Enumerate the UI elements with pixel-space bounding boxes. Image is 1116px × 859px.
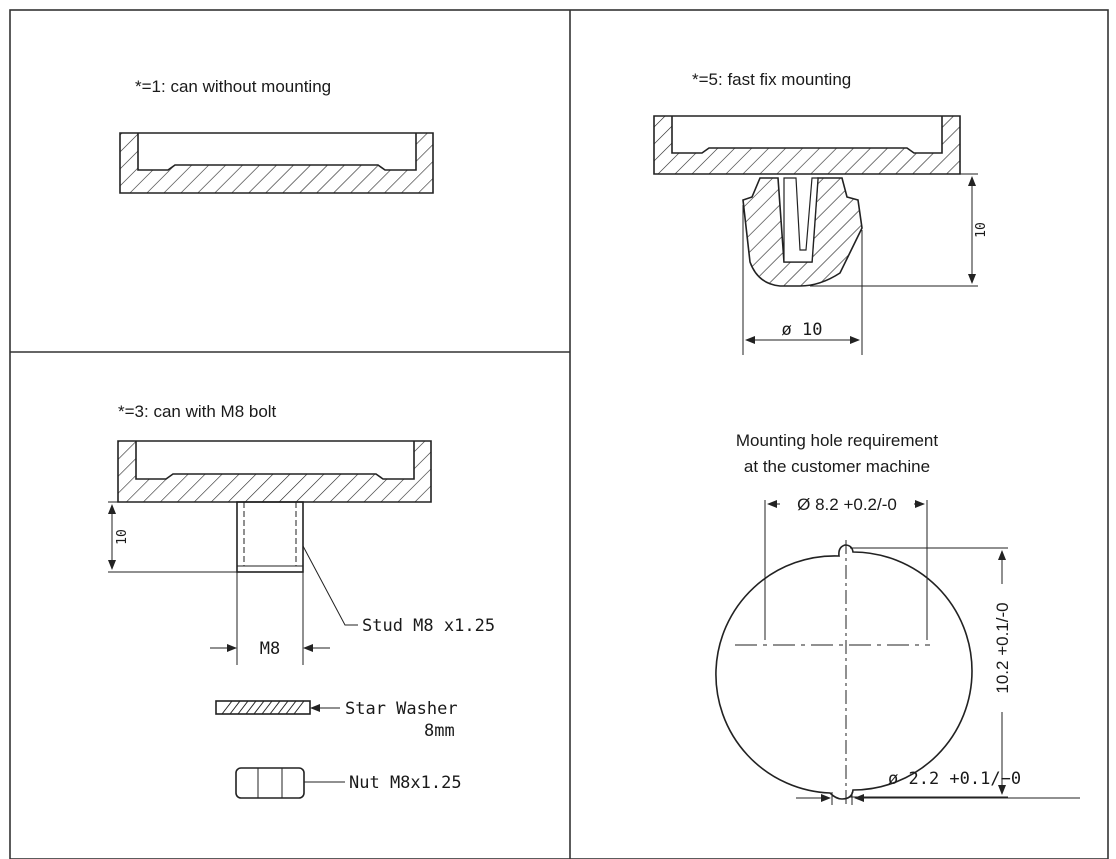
stud-callout: Stud M8 x1.25	[302, 545, 495, 636]
panel-title: *=5: fast fix mounting	[692, 70, 851, 89]
svg-text:10: 10	[974, 222, 989, 238]
height-dimension: 10	[810, 173, 989, 287]
panel-title-line1: Mounting hole requirement	[736, 431, 939, 450]
svg-text:8mm: 8mm	[424, 721, 455, 741]
can-cross-section	[119, 132, 434, 194]
panel-mounting-hole-requirement: Mounting hole requirement at the custome…	[715, 431, 1080, 808]
svg-text:Star Washer: Star Washer	[345, 699, 458, 719]
mounting-hole-outline	[715, 540, 973, 808]
diameter-dimension: Ø 8.2 +0.2/-0	[764, 495, 928, 640]
panel-can-with-m8-bolt: *=3: can with M8 bolt 10 M8 Stud M8 x1.2…	[108, 402, 495, 799]
panel-title-line2: at the customer machine	[744, 457, 930, 476]
svg-text:Nut M8x1.25: Nut M8x1.25	[349, 773, 462, 793]
notch-dimension: ø 2.2 +0.1/−0	[796, 769, 1080, 805]
can-cross-section	[117, 440, 432, 503]
height-dimension: 10.2 +0.1/-0	[850, 547, 1012, 798]
svg-text:Stud M8 x1.25: Stud M8 x1.25	[362, 616, 495, 636]
diameter-dimension: ø 10	[742, 205, 863, 355]
nut: Nut M8x1.25	[235, 767, 462, 799]
stud-bolt	[236, 501, 304, 573]
panel-can-without-mounting: *=1: can without mounting	[119, 77, 434, 194]
svg-text:10.2 +0.1/-0: 10.2 +0.1/-0	[993, 602, 1012, 693]
panel-title: *=1: can without mounting	[135, 77, 331, 96]
svg-text:ø 2.2 +0.1/−0: ø 2.2 +0.1/−0	[888, 769, 1021, 789]
fast-fix-clip	[742, 177, 863, 287]
svg-text:M8: M8	[260, 639, 280, 659]
height-dimension: 10	[108, 501, 237, 573]
star-washer: Star Washer 8mm	[215, 699, 458, 741]
svg-text:10: 10	[115, 529, 130, 545]
panel-title: *=3: can with M8 bolt	[118, 402, 277, 421]
can-cross-section	[653, 115, 961, 175]
panel-fast-fix-mounting: *=5: fast fix mounting 10 ø 10	[653, 70, 989, 355]
sheet-frame	[9, 9, 1109, 859]
svg-text:Ø 8.2 +0.2/-0: Ø 8.2 +0.2/-0	[797, 495, 897, 514]
thread-dimension: M8	[210, 572, 330, 665]
svg-text:ø 10: ø 10	[782, 320, 823, 340]
